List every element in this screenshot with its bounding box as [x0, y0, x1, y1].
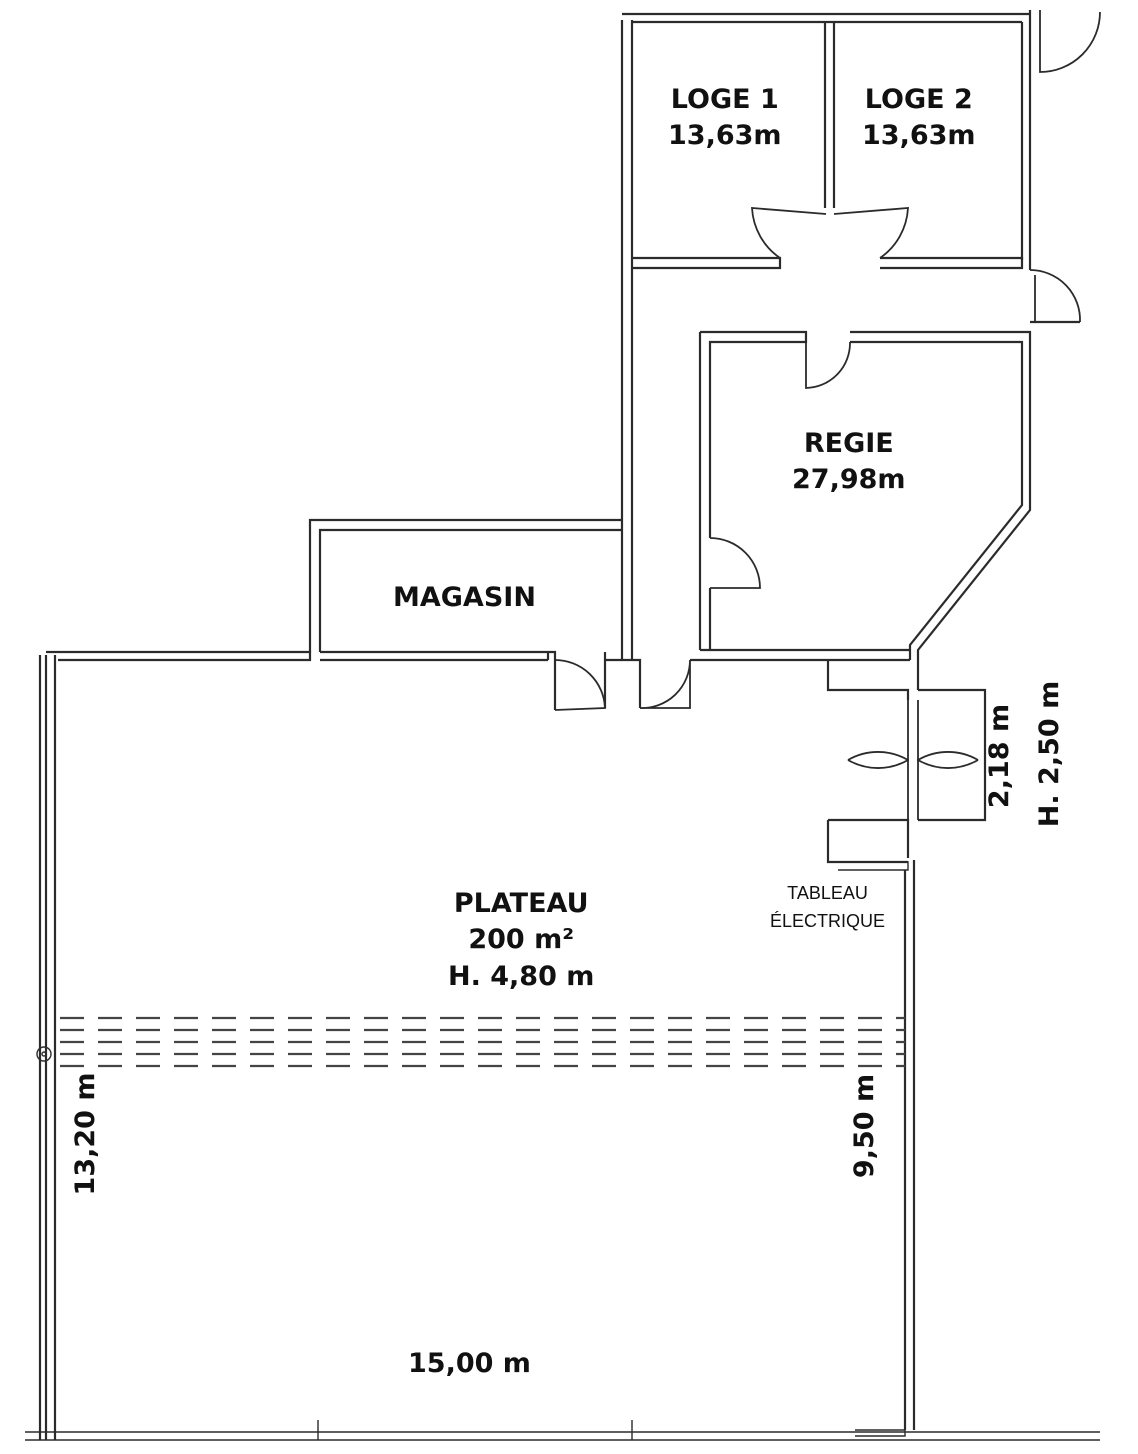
regie-name: REGIE	[803, 428, 894, 459]
corridor-walls	[603, 20, 910, 708]
room-regie-label: REGIE 27,98m	[792, 426, 906, 499]
plateau-name: PLATEAU	[453, 888, 589, 919]
regie-area: 27,98m	[792, 464, 906, 496]
room-magasin-label: MAGASIN	[393, 580, 536, 616]
tableau-line-2: ÉLECTRIQUE	[770, 910, 886, 931]
dimension-left: 13,20 m	[69, 1072, 101, 1196]
entrance-walls	[826, 660, 987, 871]
room-loge-2-label: LOGE 2 13,63m	[862, 82, 976, 155]
plateau-height: H. 4,80 m	[448, 960, 595, 992]
dimension-door-width: 2,18 m	[983, 703, 1015, 809]
dimension-inner-right: 9,50 m	[848, 1073, 880, 1179]
loge-1-name: LOGE 1	[670, 84, 779, 115]
room-loge-1-label: LOGE 1 13,63m	[668, 82, 782, 155]
plateau-area: 200 m²	[468, 924, 575, 956]
dimension-door-height: H. 2,50 m	[1033, 680, 1065, 828]
tableau-electrique-label: TABLEAU ÉLECTRIQUE	[770, 880, 885, 936]
loge-1-area: 13,63m	[668, 120, 782, 152]
dimension-bottom: 15,00 m	[408, 1348, 531, 1379]
regie-walls	[698, 320, 1080, 690]
loge-2-area: 13,63m	[862, 120, 976, 152]
loges-walls	[622, 10, 1101, 270]
plateau-walls	[25, 650, 1100, 1441]
room-plateau-label: PLATEAU 200 m² H. 4,80 m	[448, 886, 594, 995]
lighting-grid	[60, 1016, 905, 1068]
tableau-line-1: TABLEAU	[787, 883, 868, 903]
magasin-walls	[308, 518, 622, 660]
loge-2-name: LOGE 2	[864, 84, 973, 115]
magasin-name: MAGASIN	[393, 582, 536, 613]
door-swings	[554, 207, 1081, 820]
